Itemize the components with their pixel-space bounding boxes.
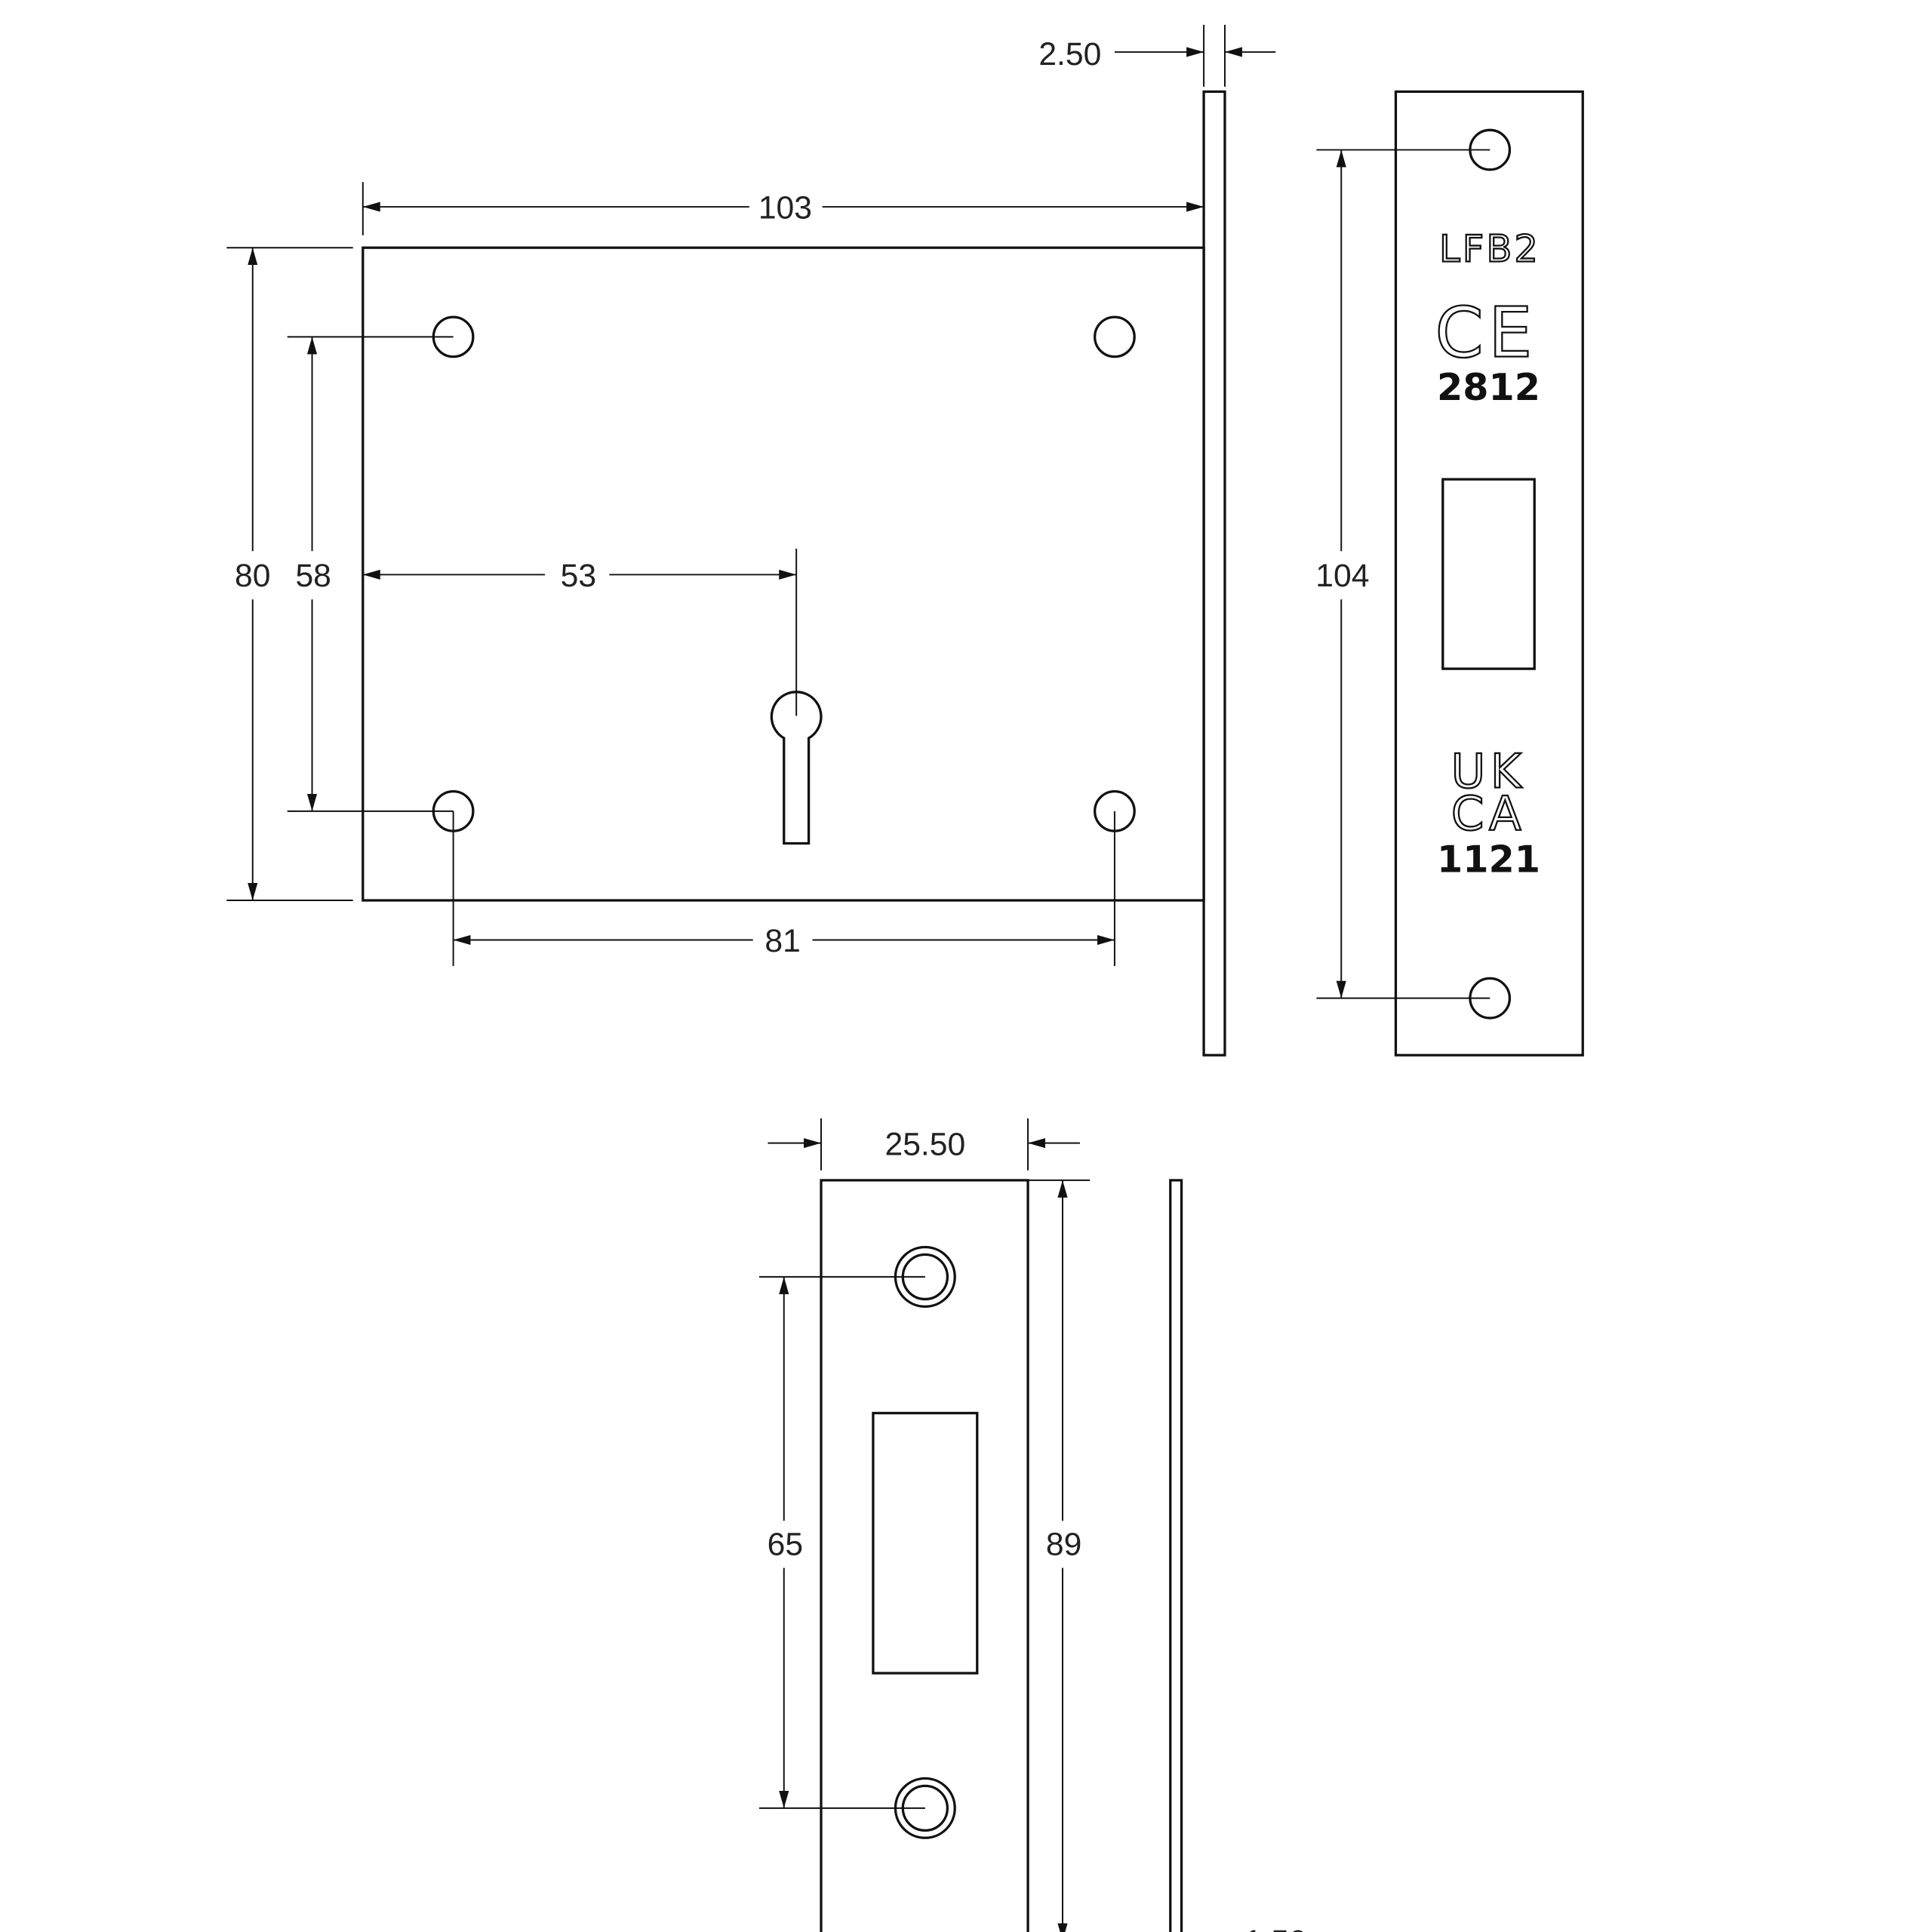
bolt-aperture: [1441, 478, 1536, 670]
keyhole: [770, 691, 823, 845]
dim-label: 25.50: [884, 1126, 965, 1162]
faceplate-edge: [1202, 90, 1226, 1057]
dimension-81: 81: [452, 811, 1115, 966]
strike-plate: [820, 1179, 1029, 1932]
dimension-65: 65: [758, 1275, 925, 1809]
model-marking: LFB2: [1439, 226, 1540, 270]
dimension-2-50: 2.50: [1038, 24, 1276, 87]
strike-plate-edge: [1169, 1179, 1183, 1932]
ukca-mark-top: UK: [1451, 744, 1527, 799]
lock-body-view: [361, 90, 1226, 1057]
strike-aperture: [872, 1411, 979, 1675]
dimension-58: 58: [287, 336, 454, 812]
dim-label: 81: [764, 923, 800, 959]
fixing-hole: [1094, 315, 1136, 358]
dim-label: 65: [768, 1526, 803, 1562]
ukca-number: 1121: [1437, 837, 1540, 881]
dim-label: 58: [295, 558, 331, 594]
dim-label: 104: [1315, 558, 1369, 594]
strike-plate-view: [820, 1179, 1183, 1932]
dim-label: 80: [235, 558, 270, 594]
dimension-89: 89: [1028, 1179, 1091, 1932]
dim-label: 89: [1046, 1526, 1081, 1562]
ce-number: 2812: [1437, 365, 1540, 409]
ce-mark: CE: [1435, 293, 1537, 374]
dim-label: 103: [758, 190, 812, 226]
dim-label: 2.50: [1038, 36, 1101, 72]
faceplate-front-view: LFB2 CE 2812 UK CA 1121: [1394, 90, 1584, 1057]
faceplate: [1394, 90, 1584, 1057]
dimension-104: 104: [1315, 149, 1491, 999]
dimension-103: 103: [361, 182, 1204, 235]
dimension-80: 80: [226, 247, 353, 902]
ukca-mark-bottom: CA: [1451, 786, 1526, 841]
dim-label: 53: [561, 558, 596, 594]
dim-label: 1.50: [1244, 1924, 1307, 1932]
dimension-25-50: 25.50: [768, 1118, 1080, 1171]
dimension-53: 53: [362, 548, 798, 716]
dimension-1-50: 1.50: [1244, 1924, 1307, 1932]
